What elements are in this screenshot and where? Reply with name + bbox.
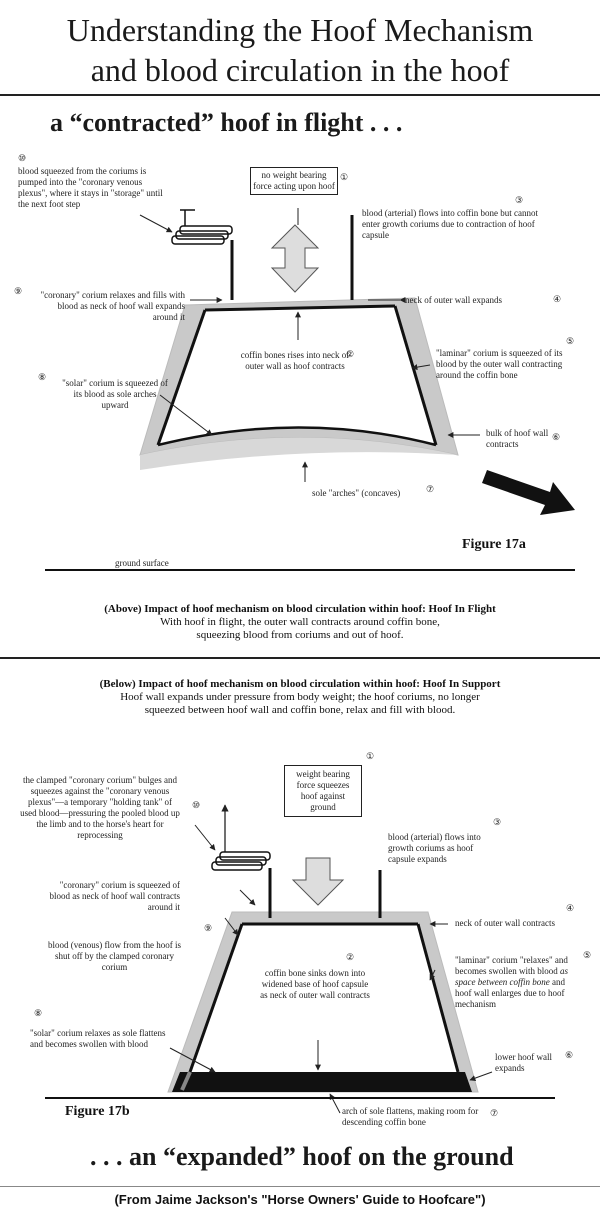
flight-direction-arrow: [482, 470, 575, 515]
num-1-a: ①: [340, 172, 349, 182]
venous-plexus-b: [211, 851, 271, 871]
num-3-b: ③: [493, 817, 502, 827]
hoof-b-capsule: [167, 911, 479, 1093]
num-4-a: ④: [553, 294, 562, 304]
figure-17a-label: Figure 17a: [462, 537, 526, 552]
caption-b-title: (Below) Impact of hoof mechanism on bloo…: [99, 678, 501, 690]
note4-b: neck of outer wall contracts: [455, 918, 555, 928]
num-5-b: ⑤: [583, 950, 592, 960]
subtitle-b: . . . an “expanded” hoof on the ground: [90, 1142, 514, 1171]
num-7-b: ⑦: [490, 1108, 499, 1118]
divider-top: [0, 94, 600, 96]
box-weight-bearing: weight bearing force squeezes hoof again…: [284, 765, 362, 817]
note-coronary-b: "coronary" corium is squeezed of blood a…: [49, 880, 180, 912]
note3-b: blood (arterial) flows into growth coriu…: [388, 832, 481, 864]
note9-b: blood (venous) flow from the hoof is shu…: [48, 940, 181, 972]
note5-b: "laminar" corium "relaxes" and becomes s…: [455, 955, 569, 1009]
num-5-a: ⑤: [566, 336, 575, 346]
note10-a: blood squeezed from the coriums is pumpe…: [18, 166, 163, 209]
num-2-a: ②: [346, 349, 355, 359]
hoof-a-capsule: [139, 297, 459, 470]
caption-a-line2: squeezing blood from coriums and out of …: [196, 629, 404, 641]
num-4-b: ④: [566, 903, 575, 913]
num-10-b: ⑩: [192, 800, 201, 810]
note6-b: lower hoof wall expands: [495, 1052, 552, 1073]
down-arrow-b: [291, 857, 345, 906]
venous-plexus-a: [171, 209, 233, 245]
num-6-a: ⑥: [552, 432, 561, 442]
num-8-b: ⑧: [34, 1008, 43, 1018]
num-1-b: ①: [366, 751, 375, 761]
note3-a: blood (arterial) flows into coffin bone …: [362, 208, 539, 240]
num-3-a: ③: [515, 195, 524, 205]
note6-a: bulk of hoof wall contracts: [486, 428, 549, 449]
note8-b: "solar" corium relaxes as sole flattens …: [30, 1028, 166, 1049]
num-9-b: ⑨: [204, 923, 213, 933]
num-8-a: ⑧: [38, 372, 47, 382]
caption-b-line1: Hoof wall expands under pressure from bo…: [120, 691, 480, 703]
subtitle-a: a “contracted” hoof in flight . . .: [50, 108, 403, 137]
title-line1: Understanding the Hoof Mechanism: [66, 12, 534, 48]
ground-surface-label: ground surface: [115, 558, 169, 568]
note4-a: neck of outer wall expands: [405, 295, 502, 305]
figure-17b-label: Figure 17b: [65, 1104, 130, 1119]
caption-a-title: (Above) Impact of hoof mechanism on bloo…: [104, 603, 496, 615]
num-2-b: ②: [346, 952, 355, 962]
footer-credit: (From Jaime Jackson's "Horse Owners' Gui…: [0, 1186, 600, 1213]
num-10-a: ⑩: [18, 153, 27, 163]
note2-b: coffin bone sinks down into widened base…: [260, 968, 370, 1000]
num-7-a: ⑦: [426, 484, 435, 494]
note7-b: arch of sole flattens, making room for d…: [342, 1106, 479, 1127]
title-line2: and blood circulation in the hoof: [90, 52, 510, 88]
note-top-b: the clamped "coronary corium" bulges and…: [20, 775, 180, 840]
caption-b-line2: squeezed between hoof wall and coffin bo…: [144, 704, 456, 716]
double-arrow-a: [270, 224, 320, 293]
note2-a: coffin bones rises into neck of outer wa…: [240, 350, 350, 371]
num-9-a: ⑨: [14, 286, 23, 296]
box-no-weight: no weight bearing force acting upon hoof: [250, 167, 338, 195]
note8-a: "solar" corium is squeezed of its blood …: [62, 378, 168, 410]
caption-a-line1: With hoof in flight, the outer wall cont…: [160, 616, 440, 628]
note5-a: "laminar" corium is squeezed of its bloo…: [436, 348, 563, 380]
note7-a: sole "arches" (concaves): [312, 488, 401, 498]
note9-a: "coronary" corium relaxes and fills with…: [40, 290, 185, 322]
num-6-b: ⑥: [565, 1050, 574, 1060]
divider-middle: [0, 657, 600, 659]
